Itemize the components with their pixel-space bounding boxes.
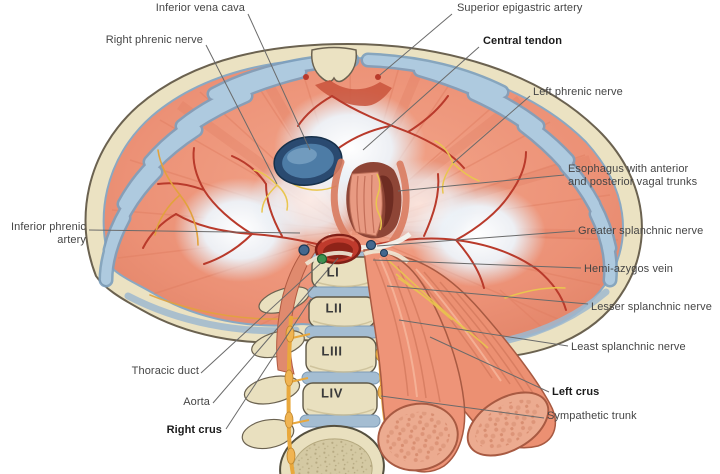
leader-aorta <box>212 257 339 404</box>
thoracic-duct-dot <box>316 253 328 265</box>
leader-central-tendon <box>362 46 480 151</box>
leader-right-crus <box>225 298 312 430</box>
label-sympathetic-trunk: Sympathetic trunk <box>547 410 637 422</box>
leader-inferior-vena-cava <box>247 13 311 151</box>
label-superior-epigastric-artery: Superior epigastric artery <box>457 2 583 14</box>
vena-cava-opening <box>273 136 343 186</box>
right-crus-muscle <box>276 243 319 375</box>
label-central-tendon: Central tendon <box>483 35 563 47</box>
vagal-trunk <box>375 173 383 231</box>
label-inferior-phrenic-line2: artery <box>57 234 86 246</box>
label-hemi-azygos-vein: Hemi-azygos vein <box>584 263 674 275</box>
leader-lines <box>88 13 589 430</box>
leader-greater-splanchnic <box>376 230 576 247</box>
leader-sympathetic-trunk <box>380 395 545 419</box>
label-vertebra-L3: LIII <box>321 343 343 359</box>
label-lesser-splanchnic-nerve: Lesser splanchnic nerve <box>591 301 712 313</box>
sympathetic-trunk-left <box>284 315 311 474</box>
label-inferior-phrenic-line1: Inferior phrenic <box>11 221 86 233</box>
vertebra-cut-face <box>279 424 385 474</box>
leader-left-phrenic-nerve <box>452 95 531 164</box>
xiphoid-process <box>310 46 392 106</box>
label-vertebra-L1: LI <box>326 264 340 280</box>
splanchnic-nerves <box>387 259 489 349</box>
label-vertebra-L4: LIV <box>320 385 344 401</box>
inferior-phrenic-arteries <box>142 95 567 311</box>
label-least-splanchnic-nerve: Least splanchnic nerve <box>571 341 686 353</box>
greater-splanchnic-dot <box>365 239 377 251</box>
label-left-phrenic-nerve: Left phrenic nerve <box>533 86 623 98</box>
label-thoracic-duct: Thoracic duct <box>131 365 199 377</box>
leader-right-phrenic-nerve <box>205 44 278 185</box>
label-left-crus: Left crus <box>552 386 600 398</box>
costal-cartilages <box>98 52 618 288</box>
leader-least-splanchnic <box>398 319 569 347</box>
label-vertebra-L2: LII <box>325 300 343 316</box>
leader-left-crus <box>429 336 550 393</box>
superior-epigastric-artery-cut-right <box>375 74 381 80</box>
leader-esophagus <box>397 174 565 192</box>
label-right-phrenic-nerve: Right phrenic nerve <box>105 34 203 46</box>
vein-dot <box>380 249 388 257</box>
label-esophagus-line1: Esophagus with anterior <box>568 163 689 175</box>
leader-lesser-splanchnic <box>386 285 589 305</box>
superior-epigastric-artery-cut-left <box>303 74 309 80</box>
label-aorta: Aorta <box>183 396 210 408</box>
leader-hemi-azygos <box>372 259 582 269</box>
label-esophagus-line2: and posterior vagal trunks <box>568 176 698 188</box>
label-inferior-phrenic-artery: Inferior phrenic artery <box>11 221 86 247</box>
leader-thoracic-duct <box>200 261 323 374</box>
label-greater-splanchnic-nerve: Greater splanchnic nerve <box>578 225 704 237</box>
hemi-azygos-dot <box>298 244 310 256</box>
label-right-crus: Right crus <box>166 424 222 436</box>
leader-superior-epigastric-artery <box>379 13 453 76</box>
leader-inferior-phrenic-artery <box>88 229 301 234</box>
label-esophagus: Esophagus with anterior and posterior va… <box>568 163 697 189</box>
label-inferior-vena-cava: Inferior vena cava <box>155 2 245 14</box>
